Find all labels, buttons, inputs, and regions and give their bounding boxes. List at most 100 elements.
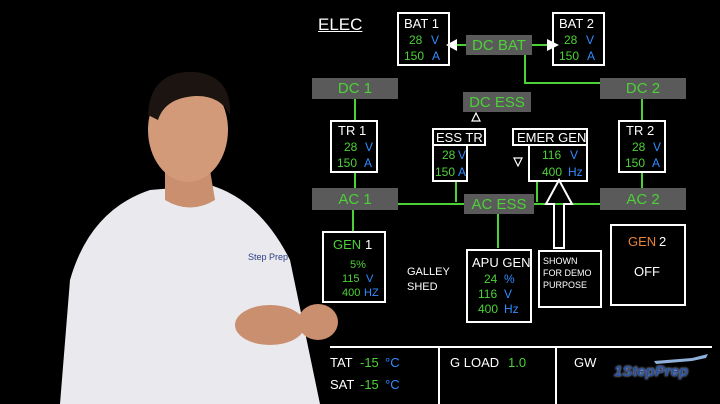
- gen1-load: 5%: [350, 259, 366, 271]
- gen1-label-number: 1: [365, 237, 373, 252]
- dc1-to-tr1-line: [354, 99, 356, 121]
- sat-value: -15: [360, 377, 379, 392]
- bat2-voltage: 28: [564, 33, 578, 47]
- dc-bat-bus: DC BAT: [466, 35, 532, 55]
- emer-gen-freq-unit: Hz: [568, 165, 583, 179]
- tr2-volt-unit: V: [653, 140, 662, 154]
- tr1-voltage: 28: [344, 140, 358, 154]
- dc-ess-bus: DC ESS: [463, 92, 531, 112]
- bat1-to-dcbat-line: [452, 44, 468, 46]
- emer-gen-volt-unit: V: [570, 148, 579, 162]
- bat1-volt-unit: V: [431, 33, 440, 47]
- dcess-up-arrow-icon: [471, 112, 481, 122]
- ess-tr-volt-unit: V: [458, 148, 467, 162]
- gen1-volt-unit: V: [366, 273, 374, 285]
- apu-gen-freq: 400: [478, 302, 499, 316]
- ac1-bus: AC 1: [312, 188, 398, 210]
- apu-gen-voltage: 116: [478, 287, 498, 301]
- galley-shed-line2: SHED: [407, 281, 438, 293]
- dc2-to-tr2-line: [641, 99, 643, 121]
- page-title: ELEC: [318, 15, 363, 34]
- demo-note-line2: FOR DEMO: [543, 268, 592, 278]
- tat-unit: °C: [385, 355, 400, 370]
- tr1-box: TR 1 28 V 150 A: [330, 120, 378, 173]
- emer-gen-voltage: 116: [542, 148, 562, 162]
- bat2-label: BAT 2: [559, 16, 594, 31]
- tr1-to-ac1-line: [354, 172, 356, 188]
- bat1-box: BAT 1 28 V 150 A: [397, 12, 450, 66]
- tr2-box: TR 2 28 V 150 A: [618, 120, 666, 173]
- presenter-image: Step Prep: [60, 71, 338, 404]
- ess-tr-amps: 150: [435, 165, 456, 179]
- emergen-to-acess-line: [536, 182, 538, 202]
- tr2-label: TR 2: [626, 123, 655, 138]
- apu-gen-freq-unit: Hz: [504, 302, 519, 316]
- gen2-status: OFF: [634, 264, 660, 279]
- tr1-amps: 150: [337, 156, 358, 170]
- logo-text: 1StepPrep: [614, 363, 689, 380]
- gen2-label-number: 2: [659, 234, 667, 249]
- ess-tr-amp-unit: A: [458, 165, 467, 179]
- demo-note-box: SHOWN FOR DEMO PURPOSE: [538, 250, 602, 308]
- tr2-amps: 150: [625, 156, 646, 170]
- demo-pointer-arrow-icon: [544, 178, 574, 249]
- sat-label: SAT: [330, 377, 355, 392]
- brand-logo: 1StepPrep: [610, 352, 714, 386]
- tr1-volt-unit: V: [365, 140, 374, 154]
- tat-value: -15: [360, 355, 379, 370]
- dc2-bus: DC 2: [600, 78, 686, 99]
- airplane-logo-icon: [654, 354, 708, 364]
- bat1-label: BAT 1: [404, 16, 439, 31]
- dcbat-to-dc2-line: [524, 54, 526, 82]
- bat2-amp-unit: A: [587, 49, 596, 63]
- dcbat-left-arrow-icon: [446, 39, 457, 51]
- bat2-amps: 150: [559, 49, 580, 63]
- tat-label: TAT: [330, 355, 353, 370]
- apu-gen-volt-unit: V: [504, 287, 513, 301]
- gw-label: GW: [574, 355, 597, 370]
- svg-text:Step Prep: Step Prep: [248, 252, 288, 262]
- emergen-down-arrow-icon: [513, 157, 523, 167]
- sat-unit: °C: [385, 377, 400, 392]
- tr2-voltage: 28: [632, 140, 646, 154]
- esstr-to-acess-line: [455, 182, 457, 202]
- bat1-amp-unit: A: [432, 49, 441, 63]
- tr2-amp-unit: A: [652, 156, 661, 170]
- apu-gen-box: APU GEN 24 % 116 V 400 Hz: [466, 249, 532, 323]
- bat2-volt-unit: V: [586, 33, 595, 47]
- bat2-box: BAT 2 28 V 150 A: [552, 12, 605, 66]
- ess-tr-box: 28 V 150 A: [432, 144, 468, 182]
- apu-gen-load-unit: %: [504, 272, 515, 286]
- gload-label: G LOAD: [450, 355, 500, 370]
- tr1-label: TR 1: [338, 123, 367, 138]
- gen2-label-prefix: GEN: [628, 234, 657, 249]
- galley-shed-line1: GALLEY: [407, 266, 450, 278]
- apu-gen-load: 24: [484, 272, 498, 286]
- bat1-voltage: 28: [409, 33, 423, 47]
- apu-gen-label: APU GEN: [472, 255, 531, 270]
- ac1-to-gen1-line: [352, 210, 354, 232]
- gen1-voltage: 115: [342, 273, 360, 285]
- emer-gen-freq: 400: [542, 165, 563, 179]
- gen1-freq-unit: HZ: [364, 287, 379, 299]
- ac2-bus: AC 2: [600, 188, 686, 210]
- acess-to-apu-line: [497, 214, 499, 248]
- dc1-bus: DC 1: [312, 78, 398, 99]
- demo-note-line1: SHOWN: [543, 256, 578, 266]
- gload-value: 1.0: [508, 355, 527, 370]
- tr1-amp-unit: A: [364, 156, 373, 170]
- ess-tr-voltage: 28: [442, 148, 456, 162]
- demo-note-line3: PURPOSE: [543, 280, 588, 290]
- ac-ess-bus: AC ESS: [464, 194, 534, 214]
- ess-tr-label: ESS TR: [436, 130, 483, 145]
- emer-gen-label: EMER GEN: [517, 130, 587, 145]
- tr2-to-ac2-line: [641, 172, 643, 188]
- dcbat-to-dc2-line-h: [524, 82, 644, 84]
- gen1-label-prefix: GEN: [333, 237, 362, 252]
- footer-divider-left: [438, 346, 440, 404]
- emer-gen-box: 116 V 400 Hz: [528, 144, 588, 182]
- footer-divider-top: [330, 346, 712, 348]
- dcbat-to-bat2-line: [530, 44, 550, 46]
- gen2-box: GEN 2 OFF: [610, 224, 686, 306]
- gen1-freq: 400: [342, 287, 361, 299]
